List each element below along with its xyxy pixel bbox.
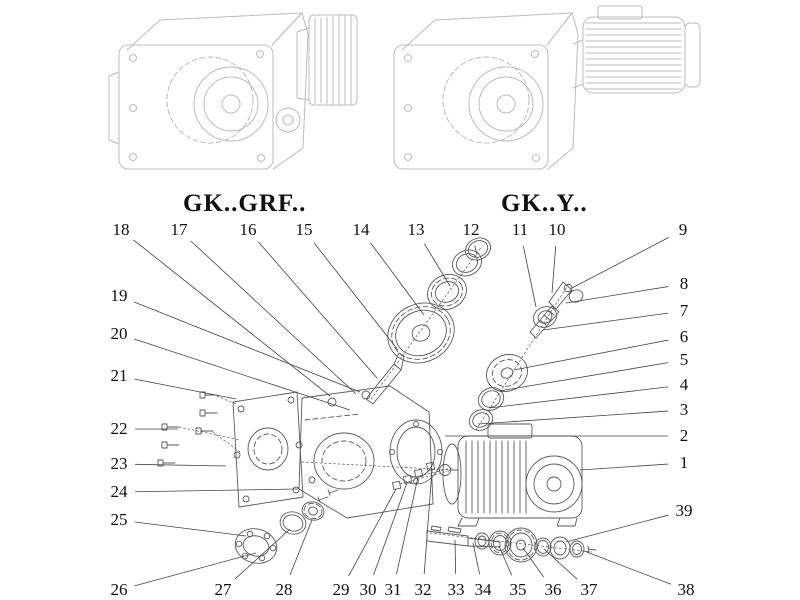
callout-number-6: 6 <box>679 327 689 346</box>
leader-line-16 <box>258 241 378 379</box>
callout-number-34: 34 <box>474 580 492 599</box>
leader-line-23 <box>134 463 227 467</box>
callout-number-29: 29 <box>332 580 350 599</box>
callout-number-17: 17 <box>170 220 188 239</box>
callout-number-23: 23 <box>110 454 128 473</box>
left-bearing-parts <box>234 489 339 564</box>
leader-line-33 <box>454 539 457 575</box>
leader-line-14 <box>370 242 425 316</box>
callout-number-5: 5 <box>679 350 689 369</box>
gear-housing <box>298 385 443 519</box>
leader-line-3 <box>477 410 669 425</box>
leader-line-30 <box>373 482 408 576</box>
callout-number-10: 10 <box>548 220 566 239</box>
callout-number-4: 4 <box>679 375 689 394</box>
callout-number-30: 30 <box>359 580 377 599</box>
callout-number-38: 38 <box>677 580 695 599</box>
gearbox-grf-drawing <box>108 12 358 170</box>
callout-number-32: 32 <box>414 580 432 599</box>
leader-line-11 <box>522 245 537 308</box>
callout-number-15: 15 <box>295 220 313 239</box>
model-label-gk-grf: GK..GRF.. <box>183 190 307 217</box>
leader-line-13 <box>423 243 451 287</box>
callout-number-25: 25 <box>110 510 128 529</box>
leader-line-20 <box>134 338 351 411</box>
leader-line-8 <box>565 286 669 304</box>
callout-number-19: 19 <box>110 286 128 305</box>
callout-number-13: 13 <box>407 220 425 239</box>
callout-number-16: 16 <box>239 220 257 239</box>
callout-number-31: 31 <box>384 580 402 599</box>
leader-line-39 <box>565 514 669 543</box>
leader-line-9 <box>571 237 670 289</box>
output-shaft-assembly <box>426 525 597 563</box>
leader-line-6 <box>513 339 669 371</box>
leader-line-4 <box>488 386 669 409</box>
callout-number-1: 1 <box>679 453 689 472</box>
callout-number-3: 3 <box>679 400 689 419</box>
leader-line-34 <box>472 542 481 575</box>
callout-number-26: 26 <box>110 580 128 599</box>
leader-line-32 <box>423 469 433 575</box>
callout-number-2: 2 <box>679 426 689 445</box>
callout-number-33: 33 <box>447 580 465 599</box>
leader-line-29 <box>348 488 397 577</box>
leader-line-28 <box>289 519 313 576</box>
leader-line-27 <box>234 528 291 580</box>
callout-number-9: 9 <box>678 220 688 239</box>
callout-number-35: 35 <box>509 580 527 599</box>
leader-line-15 <box>313 242 399 351</box>
callout-number-21: 21 <box>110 366 128 385</box>
leader-line-12 <box>474 245 478 256</box>
leader-line-1 <box>579 463 669 471</box>
callout-number-20: 20 <box>110 324 128 343</box>
motor <box>439 423 583 527</box>
mounting-bolts <box>157 391 241 467</box>
callout-number-12: 12 <box>462 220 480 239</box>
callout-number-28: 28 <box>275 580 293 599</box>
leader-line-10 <box>551 245 557 294</box>
leader-line-21 <box>134 378 237 400</box>
leader-line-17 <box>190 240 357 395</box>
callout-number-11: 11 <box>511 220 529 239</box>
output-gear-assembly <box>365 237 492 405</box>
model-label-gk-y: GK..Y.. <box>501 190 588 217</box>
gearbox-y-drawing <box>393 5 701 170</box>
leader-line-18 <box>133 239 331 397</box>
leader-line-25 <box>134 521 247 537</box>
leader-line-38 <box>583 550 672 585</box>
leader-line-5 <box>498 362 669 392</box>
callout-number-39: 39 <box>675 501 693 520</box>
leader-line-35 <box>498 545 513 576</box>
callout-number-7: 7 <box>679 301 689 320</box>
callout-number-27: 27 <box>214 580 232 599</box>
callout-number-18: 18 <box>112 220 130 239</box>
leader-line-37 <box>543 548 578 580</box>
leader-line-31 <box>396 476 419 575</box>
leader-line-19 <box>133 301 361 393</box>
leader-line-36 <box>522 547 545 578</box>
callout-number-22: 22 <box>110 419 128 438</box>
flange-cover-plate <box>232 391 304 508</box>
leader-line-26 <box>134 552 257 587</box>
leader-line-7 <box>542 312 669 331</box>
leader-line-24 <box>134 488 299 493</box>
callout-number-37: 37 <box>580 580 598 599</box>
callout-number-8: 8 <box>679 274 689 293</box>
callout-number-14: 14 <box>352 220 370 239</box>
callout-number-36: 36 <box>544 580 562 599</box>
input-pinion-assembly <box>468 281 584 431</box>
callout-number-24: 24 <box>110 482 128 501</box>
